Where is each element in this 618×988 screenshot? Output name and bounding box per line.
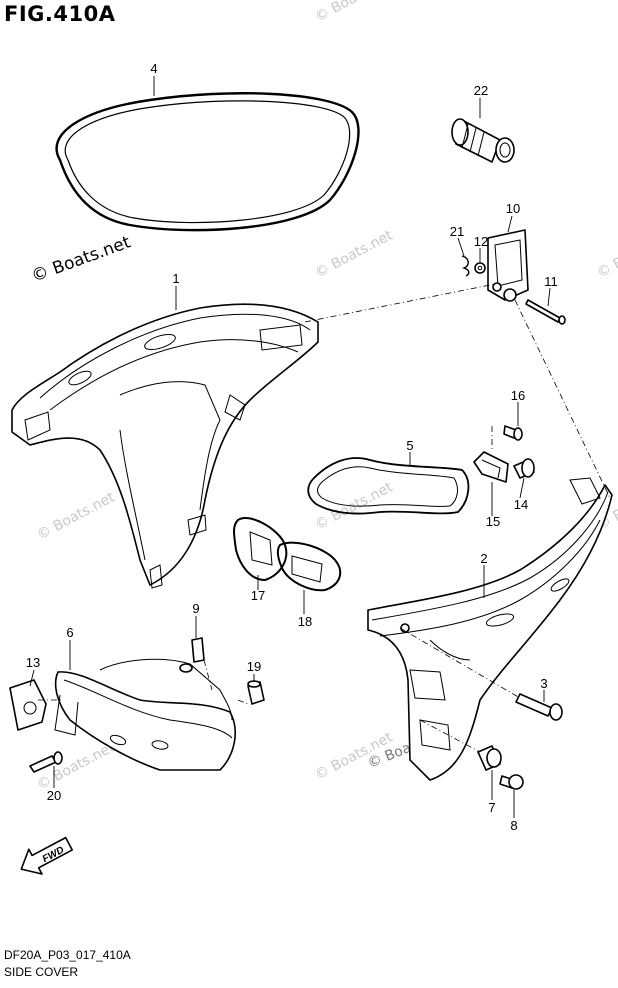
callout-7: 7 <box>488 800 495 815</box>
callout-18: 18 <box>298 614 312 629</box>
part-16-screw <box>503 425 523 441</box>
watermark: © Boats.net <box>312 227 395 281</box>
callout-21: 21 <box>450 224 464 239</box>
callout-22: 22 <box>474 83 488 98</box>
fwd-arrow-icon: FWD <box>20 836 74 875</box>
callout-14: 14 <box>514 497 528 512</box>
part-5-seal <box>307 457 470 515</box>
part-18-pad <box>276 541 342 592</box>
callout-2: 2 <box>480 551 487 566</box>
callout-3: 3 <box>540 676 547 691</box>
part-22-grommet <box>451 118 515 163</box>
callout-10: 10 <box>506 201 520 216</box>
callout-17: 17 <box>251 588 265 603</box>
fwd-label: FWD <box>41 845 66 865</box>
part-19-spacer <box>247 680 265 705</box>
assembly-lines <box>38 283 611 753</box>
figure-code: DF20A_P03_017_410A <box>4 948 131 962</box>
figure-title: FIG.410A <box>4 2 116 26</box>
part-9-pin <box>179 637 205 673</box>
part-21-clip <box>461 255 470 277</box>
callout-13: 13 <box>26 655 40 670</box>
watermark: © Boats.net <box>594 227 618 281</box>
part-7-grommet <box>477 745 502 771</box>
figure-name: SIDE COVER <box>4 965 79 979</box>
callouts: 4 22 10 21 12 11 1 16 5 14 15 2 17 18 9 … <box>26 61 558 833</box>
watermark: © Boats.net <box>29 232 134 286</box>
part-2-side-cover <box>367 477 613 781</box>
part-12-washer <box>474 262 486 274</box>
leader-lines <box>29 76 551 818</box>
callout-12: 12 <box>474 234 488 249</box>
callout-4: 4 <box>150 61 157 76</box>
callout-1: 1 <box>172 271 179 286</box>
part-3-bolt <box>515 693 563 721</box>
part-14-cap <box>513 458 535 479</box>
part-17-pad <box>233 517 288 582</box>
part-4-seal <box>55 92 360 232</box>
callout-15: 15 <box>486 514 500 529</box>
callout-16: 16 <box>511 388 525 403</box>
part-20-rivet <box>29 751 63 773</box>
callout-5: 5 <box>406 438 413 453</box>
callout-6: 6 <box>66 625 73 640</box>
callout-20: 20 <box>47 788 61 803</box>
watermark: © Boats.net <box>34 489 117 543</box>
part-11-bolt <box>525 299 566 325</box>
watermark: © Boats.net <box>312 0 395 26</box>
callout-19: 19 <box>247 659 261 674</box>
callout-11: 11 <box>544 274 558 289</box>
part-8-bolt <box>499 774 524 790</box>
callout-9: 9 <box>192 601 199 616</box>
part-1-side-cover <box>11 303 319 589</box>
part-13-bushing <box>9 679 47 731</box>
callout-8: 8 <box>510 818 517 833</box>
part-15-bracket <box>473 451 509 483</box>
part-10-bracket <box>487 229 529 302</box>
part-6-lower-cover <box>54 658 236 771</box>
